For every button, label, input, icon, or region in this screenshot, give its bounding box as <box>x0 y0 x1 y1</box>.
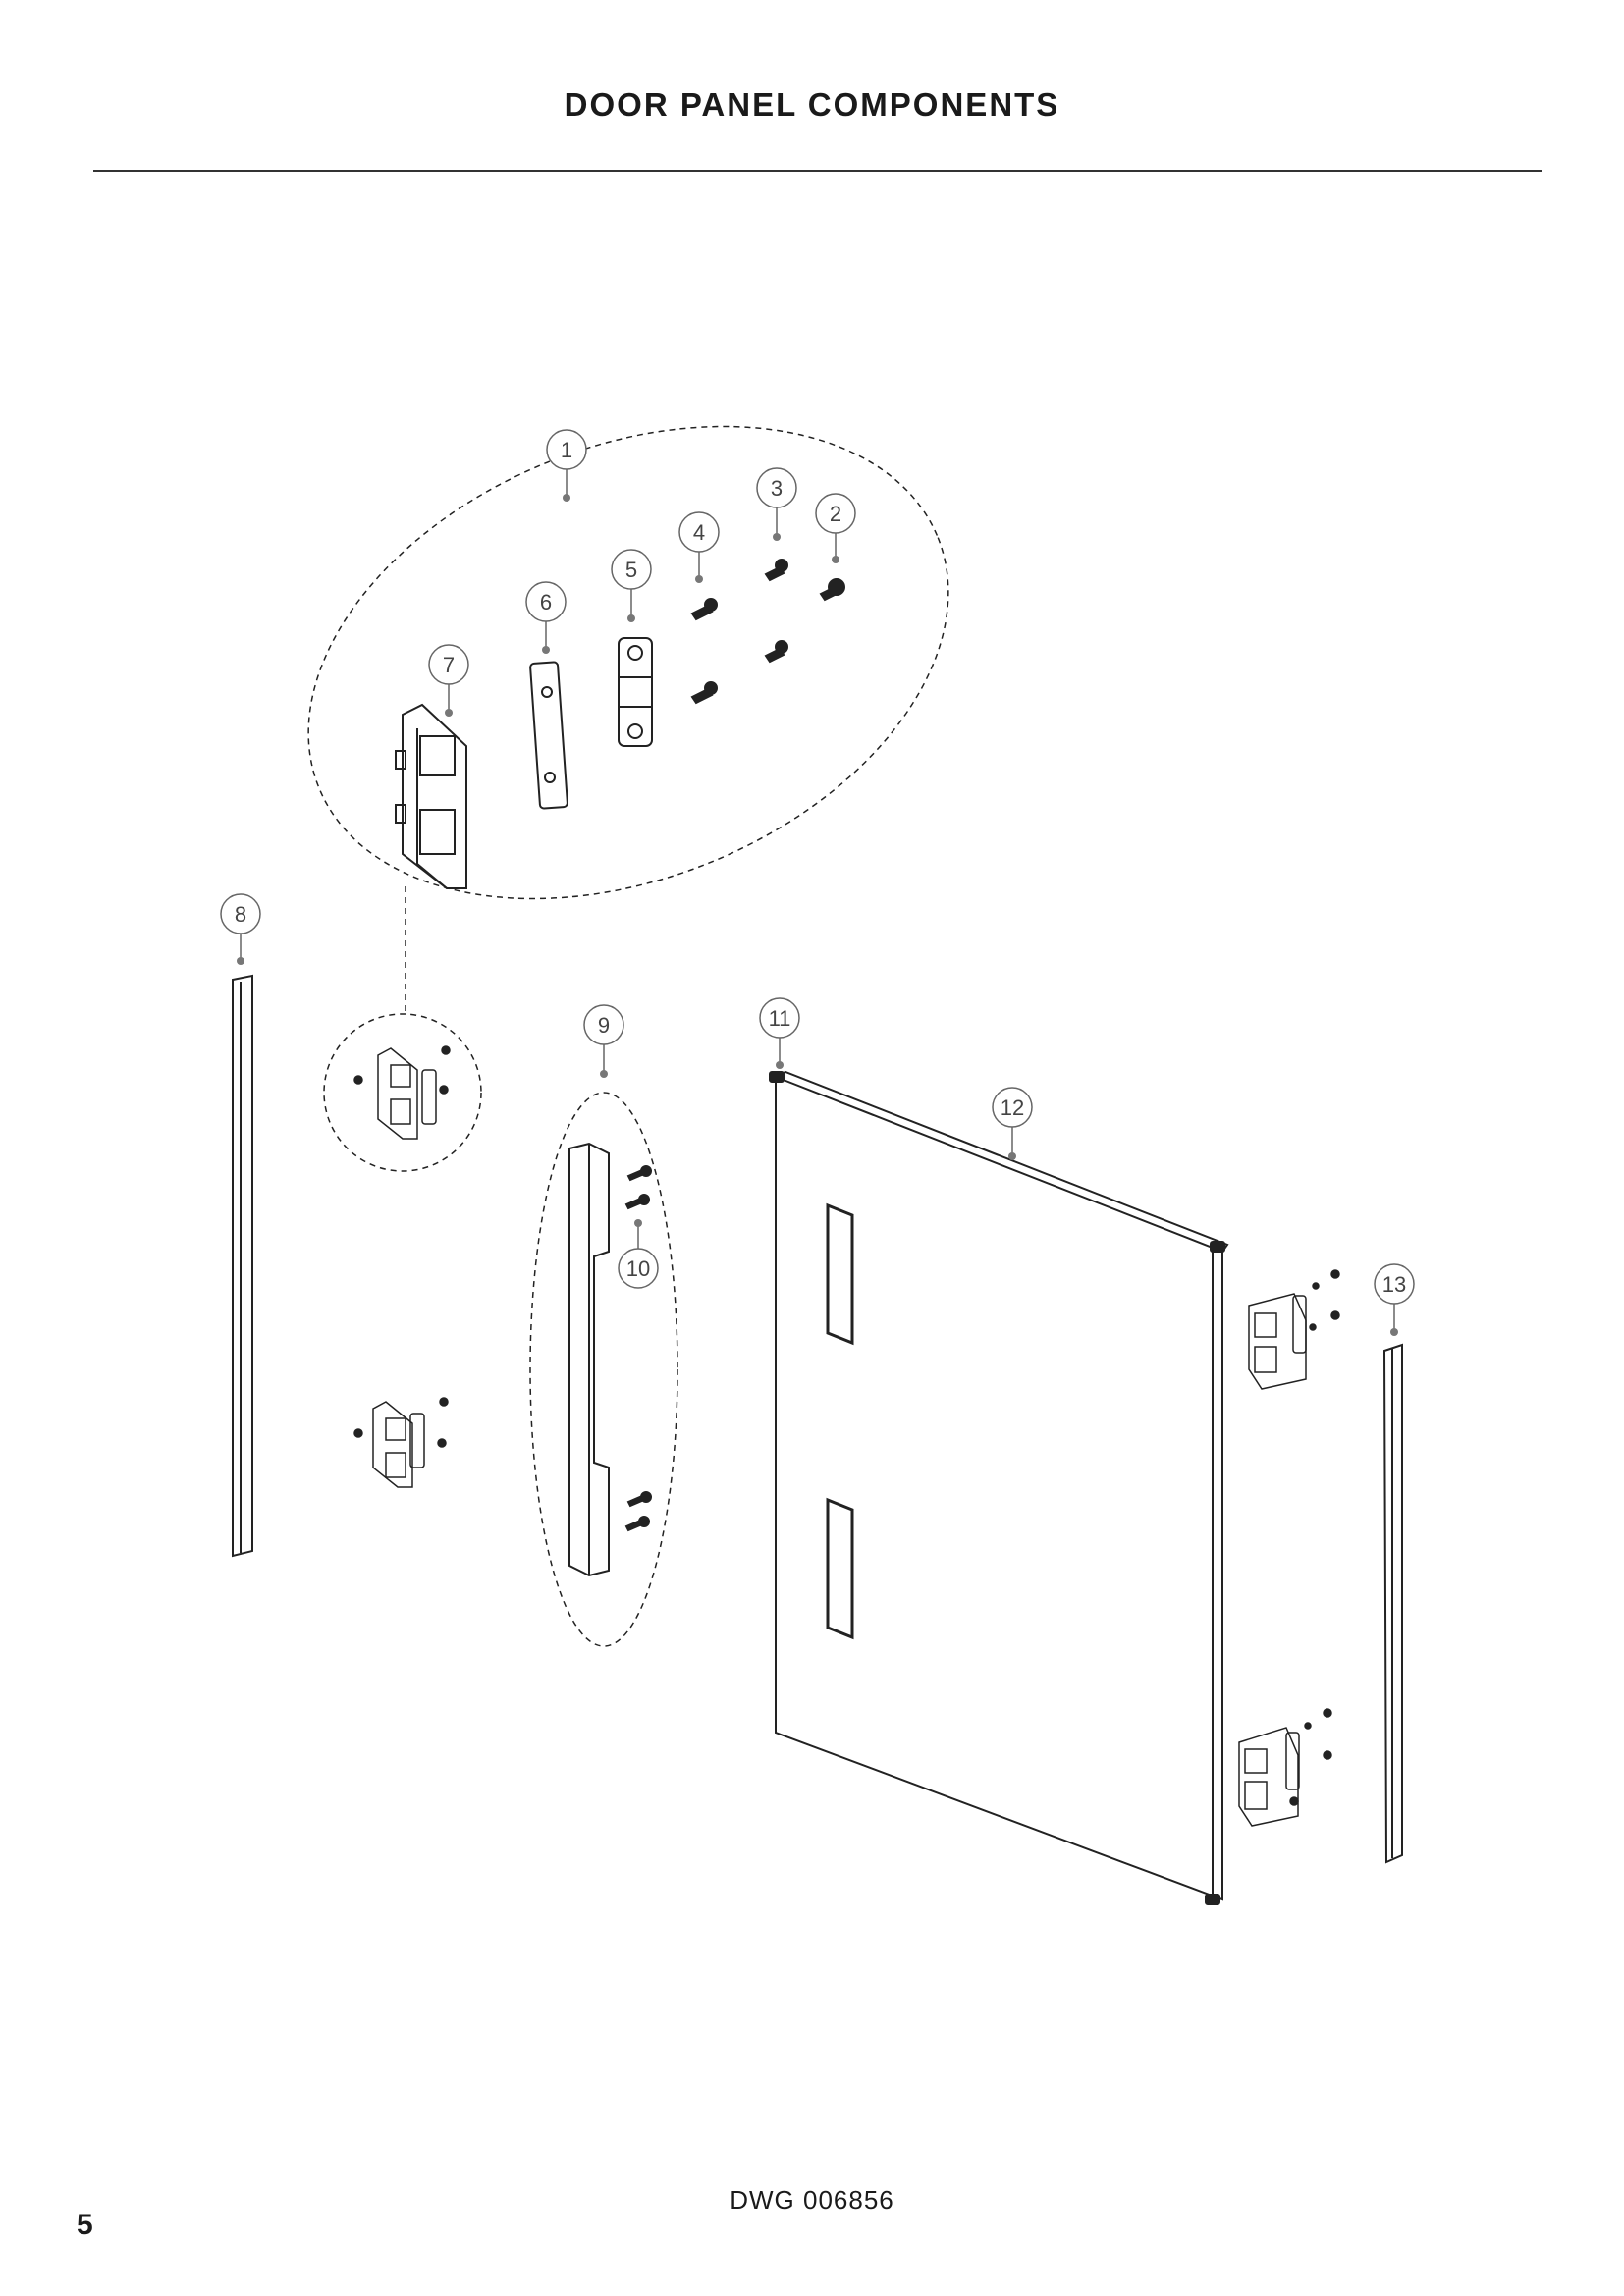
callout-5: 5 <box>611 549 652 622</box>
svg-text:9: 9 <box>598 1013 610 1038</box>
callout-12: 12 <box>992 1087 1033 1160</box>
part-8-trim-strip <box>232 974 253 1558</box>
page-number: 5 <box>77 2209 93 2241</box>
part-9-handle <box>568 1142 610 1577</box>
svg-text:7: 7 <box>443 653 455 677</box>
callout-8: 8 <box>220 893 261 965</box>
svg-text:6: 6 <box>540 590 552 614</box>
right-bracket-upper <box>1248 1269 1340 1390</box>
svg-text:13: 13 <box>1382 1272 1406 1297</box>
callout-3: 3 <box>756 467 797 541</box>
callout-10: 10 <box>618 1219 659 1289</box>
callout-7: 7 <box>428 644 469 717</box>
svg-text:3: 3 <box>771 476 783 501</box>
part-2-screw <box>819 578 845 602</box>
group-9-boundary <box>529 1092 678 1647</box>
callout-9: 9 <box>583 1004 624 1078</box>
part-7-bracket <box>395 703 467 889</box>
part-11-end-caps <box>769 1071 1225 1905</box>
bracket-detail-circle <box>323 1013 482 1172</box>
detail-bracket-lower <box>353 1397 449 1488</box>
part-10-screws <box>624 1165 652 1532</box>
callout-6: 6 <box>525 581 567 654</box>
svg-text:10: 10 <box>626 1256 650 1281</box>
svg-text:12: 12 <box>1001 1095 1024 1120</box>
svg-text:11: 11 <box>769 1006 791 1031</box>
callout-4: 4 <box>678 511 720 583</box>
callout-13: 13 <box>1374 1263 1415 1336</box>
svg-text:8: 8 <box>235 902 246 927</box>
page-title: DOOR PANEL COMPONENTS <box>564 86 1060 123</box>
svg-text:2: 2 <box>830 502 841 526</box>
part-13-trim-strip <box>1382 1343 1403 1864</box>
svg-text:5: 5 <box>625 558 637 582</box>
part-3-screws <box>764 559 788 664</box>
callout-1: 1 <box>546 429 587 502</box>
part-12-door-panel <box>775 1070 1229 1901</box>
svg-text:4: 4 <box>693 520 705 545</box>
detail-bracket-top <box>353 1045 451 1140</box>
part-6-plate <box>529 661 568 810</box>
group-1-boundary <box>307 425 949 900</box>
svg-text:1: 1 <box>561 438 572 462</box>
right-bracket-lower <box>1238 1708 1332 1827</box>
drawing-number: DWG 006856 <box>730 2185 894 2215</box>
callout-2: 2 <box>815 493 856 563</box>
title-divider <box>93 170 1542 172</box>
callout-11: 11 <box>759 997 800 1069</box>
part-4-screws <box>690 598 718 705</box>
part-5-strike <box>618 637 653 747</box>
